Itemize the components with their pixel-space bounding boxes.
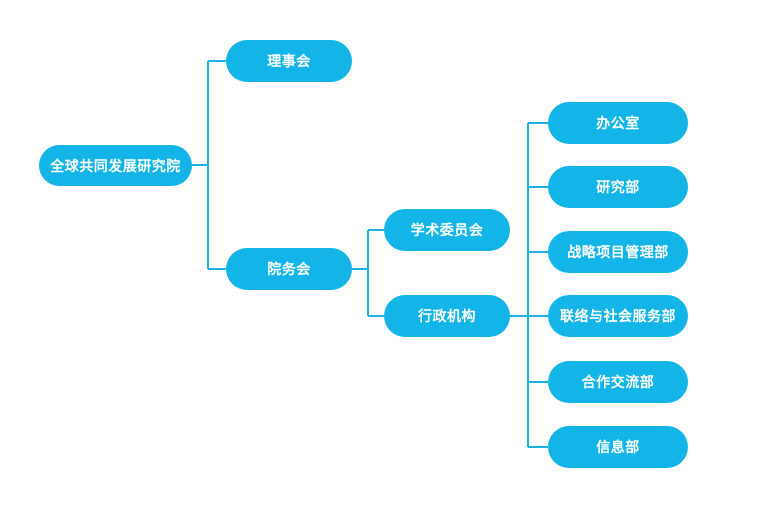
node-department[interactable]: 研究部 — [548, 166, 688, 208]
node-council-label: 理事会 — [267, 54, 311, 70]
connector-root-to-level1 — [192, 60, 226, 270]
node-council[interactable]: 理事会 — [226, 40, 352, 82]
node-department-label: 合作交流部 — [581, 375, 655, 391]
node-department-label: 办公室 — [596, 116, 640, 132]
node-department[interactable]: 合作交流部 — [548, 361, 688, 403]
node-department-label: 研究部 — [596, 180, 640, 196]
node-root-label: 全球共同发展研究院 — [50, 158, 181, 175]
node-department-label: 联络与社会服务部 — [560, 309, 676, 325]
node-admin[interactable]: 行政机构 — [384, 295, 510, 337]
node-department-label: 信息部 — [596, 440, 640, 456]
node-department[interactable]: 联络与社会服务部 — [548, 295, 688, 337]
node-department[interactable]: 信息部 — [548, 426, 688, 468]
node-affairs[interactable]: 院务会 — [226, 248, 352, 290]
node-affairs-label: 院务会 — [267, 262, 311, 278]
node-root[interactable]: 全球共同发展研究院 — [39, 145, 192, 186]
connector-affairs-to-level2 — [352, 229, 384, 317]
node-department[interactable]: 战略项目管理部 — [548, 231, 688, 273]
node-department-label: 战略项目管理部 — [567, 245, 669, 261]
connector-admin-to-departments — [510, 122, 548, 448]
node-department[interactable]: 办公室 — [548, 102, 688, 144]
node-academic-label: 学术委员会 — [410, 223, 484, 239]
node-admin-label: 行政机构 — [418, 309, 476, 325]
node-academic[interactable]: 学术委员会 — [384, 209, 510, 251]
